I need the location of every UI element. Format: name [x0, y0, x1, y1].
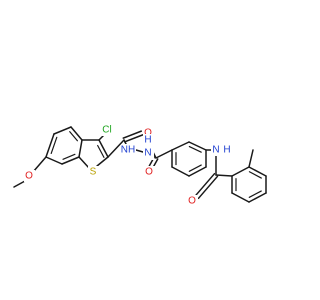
- chlorine-atom: Cl: [99, 124, 115, 136]
- carbonyl-oxygen-1-atom: O: [143, 127, 154, 139]
- carbonyl-oxygen-3-label: O: [188, 196, 196, 207]
- ring3-bond-d: [248, 166, 267, 177]
- bz-ring-bond-d-inner: [69, 131, 79, 142]
- ring2-bond-d: [188, 141, 207, 151]
- amide-nh-atom: N H: [211, 144, 232, 156]
- n-n-bond: [135, 149, 144, 153]
- ring3-bond: [231, 192, 250, 203]
- ring3-bond-d: [248, 192, 267, 203]
- bz-ring-bond-d-inner: [62, 153, 76, 160]
- c-ar-bond: [155, 149, 173, 159]
- carbonyl-oxygen-3-atom: O: [187, 195, 198, 207]
- c-nh-bond: [123, 139, 127, 145]
- ring2-bond-d-inner: [188, 164, 202, 172]
- bz-ring-bond-d-inner: [50, 136, 58, 155]
- thiophene-double-inner: [97, 144, 105, 159]
- methoxy-oxygen-atom: O: [24, 170, 35, 182]
- amide3-c-o-a: [194, 172, 216, 197]
- sulfur-atom: S: [88, 166, 99, 178]
- bz-ring-bond: [78, 139, 83, 158]
- ring2-bond: [171, 141, 190, 151]
- nh-1-label: NH: [121, 145, 135, 156]
- bz-ring-bond: [45, 156, 63, 165]
- carbonyl-oxygen-2-label: O: [145, 167, 153, 178]
- bond-lines: [13, 126, 267, 203]
- thiophene-bond: [78, 156, 90, 169]
- atom-labels: Cl S O O NH N H O N: [24, 124, 232, 207]
- ring3-bond-d-inner: [248, 171, 262, 179]
- ring2-bond-d: [188, 166, 207, 177]
- nh-2-h-label: H: [144, 135, 151, 146]
- thiophene-bond: [96, 156, 109, 167]
- chlorine-label: Cl: [102, 125, 111, 136]
- nh-2-atom: N H: [143, 134, 154, 160]
- c-o-bond: [32, 156, 47, 173]
- bz-ring-bond-d: [61, 156, 80, 165]
- thiophene-double: [98, 139, 109, 158]
- bz-ring-bond-d: [70, 126, 83, 141]
- carbonyl-oxygen-1-label: O: [144, 128, 152, 139]
- ring2-bond-d-inner: [188, 145, 202, 153]
- amide3-c-o-b: [197, 175, 219, 200]
- o-ch3-bond: [13, 180, 26, 188]
- ring3-bond-d-inner: [248, 190, 262, 198]
- nh-2-n-label: N: [144, 148, 151, 159]
- bz-ring-bond: [53, 126, 72, 135]
- c-ar-bond-2: [215, 174, 233, 177]
- molecule-structure-diagram: Cl S O O NH N H O N: [13, 124, 267, 207]
- ring2-bond: [171, 166, 190, 177]
- ring3-bond: [231, 166, 250, 177]
- c-c-amide-bond: [107, 139, 125, 158]
- methoxy-oxygen-label: O: [25, 171, 33, 182]
- amide-n-label: N: [212, 145, 219, 156]
- sulfur-label: S: [90, 167, 97, 178]
- bz-ring-bond-d: [45, 133, 55, 158]
- carbonyl-oxygen-2-atom: O: [144, 166, 155, 178]
- ch3-bond: [248, 149, 254, 168]
- amide1-c-o-a: [123, 134, 144, 143]
- amide1-c-o-b: [122, 130, 143, 139]
- nh-1-atom: NH: [121, 144, 136, 156]
- amide-h-label: H: [223, 145, 230, 156]
